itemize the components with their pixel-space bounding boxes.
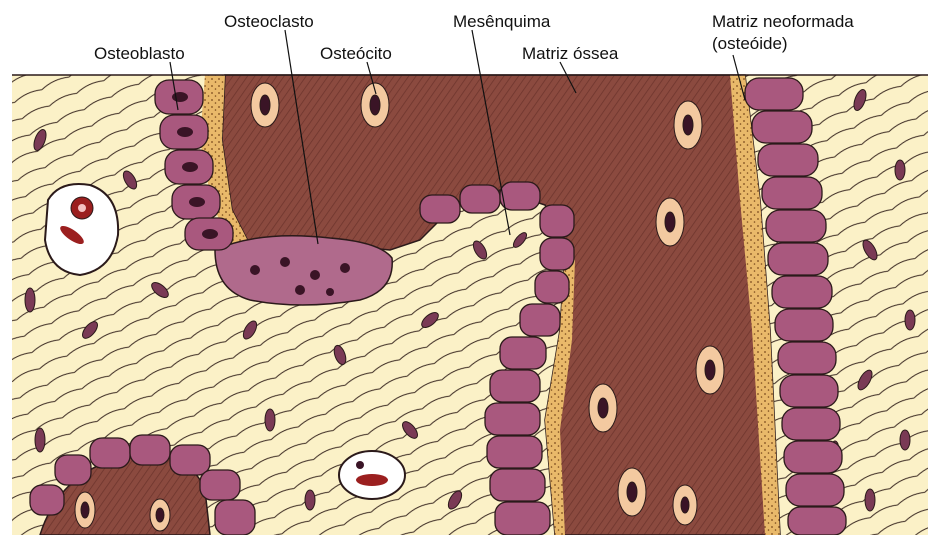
label-osteoblasto: Osteoblasto: [94, 44, 185, 63]
label-osteoide: (osteóide): [712, 34, 788, 53]
label-osteocito: Osteócito: [320, 44, 392, 63]
label-osteoclasto: Osteoclasto: [224, 12, 314, 31]
label-matriz-ossea: Matriz óssea: [522, 44, 618, 63]
blood-vessel-top-left: [45, 184, 118, 275]
label-mesenquima: Mesênquima: [453, 12, 550, 31]
osteoclast: [215, 236, 392, 305]
label-matriz-neoformada: Matriz neoformada: [712, 12, 854, 31]
blood-vessel-bottom-center: [339, 451, 405, 499]
